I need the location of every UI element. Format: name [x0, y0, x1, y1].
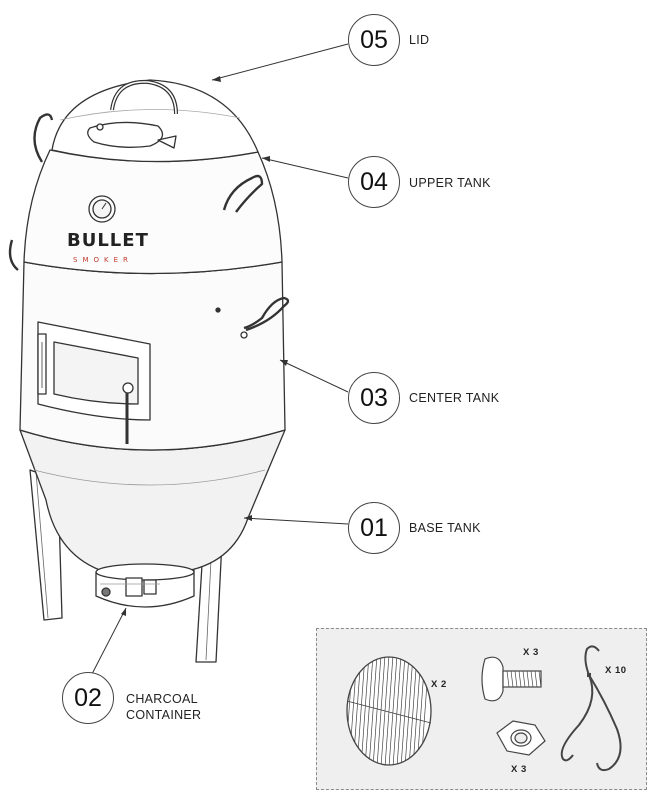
lid-vent — [87, 121, 164, 148]
qty-bolt: X 3 — [523, 647, 539, 658]
leader-01 — [243, 517, 349, 525]
lid-shape — [51, 79, 259, 163]
label-charcoal-line2: CONTAINER — [126, 708, 202, 722]
grill-grate — [346, 656, 432, 766]
qty-nut: X 3 — [511, 764, 527, 775]
callout-02: 02 — [62, 672, 114, 724]
label-charcoal-line1: CHARCOAL — [126, 692, 198, 706]
label-upper-tank: UPPER TANK — [409, 176, 491, 190]
leg-left-edge — [35, 471, 49, 619]
label-center-tank: CENTER TANK — [409, 391, 500, 405]
bolt — [481, 656, 542, 702]
label-base-tank: BASE TANK — [409, 521, 481, 535]
accessories-illustration — [346, 645, 622, 772]
callout-03: 03 — [348, 372, 400, 424]
qty-grill: X 2 — [431, 679, 447, 690]
leader-03 — [279, 359, 349, 393]
qty-hook: X 10 — [605, 665, 627, 676]
leader-02 — [91, 607, 127, 675]
callout-05: 05 — [348, 14, 400, 66]
brand-sub: SMOKER — [73, 256, 133, 264]
leader-05 — [211, 43, 349, 81]
label-lid: LID — [409, 33, 430, 47]
callout-04: 04 — [348, 156, 400, 208]
hex-nut — [496, 720, 546, 756]
brand-logo: BULLET SMOKER — [67, 230, 148, 274]
upper-tank-shape — [23, 149, 283, 275]
s-hook — [560, 645, 622, 772]
leader-04 — [261, 157, 349, 179]
brand-name: BULLET — [67, 230, 149, 251]
callout-01: 01 — [348, 502, 400, 554]
accessories-box: X 2 X 3 X 3 X 10 — [316, 628, 647, 790]
